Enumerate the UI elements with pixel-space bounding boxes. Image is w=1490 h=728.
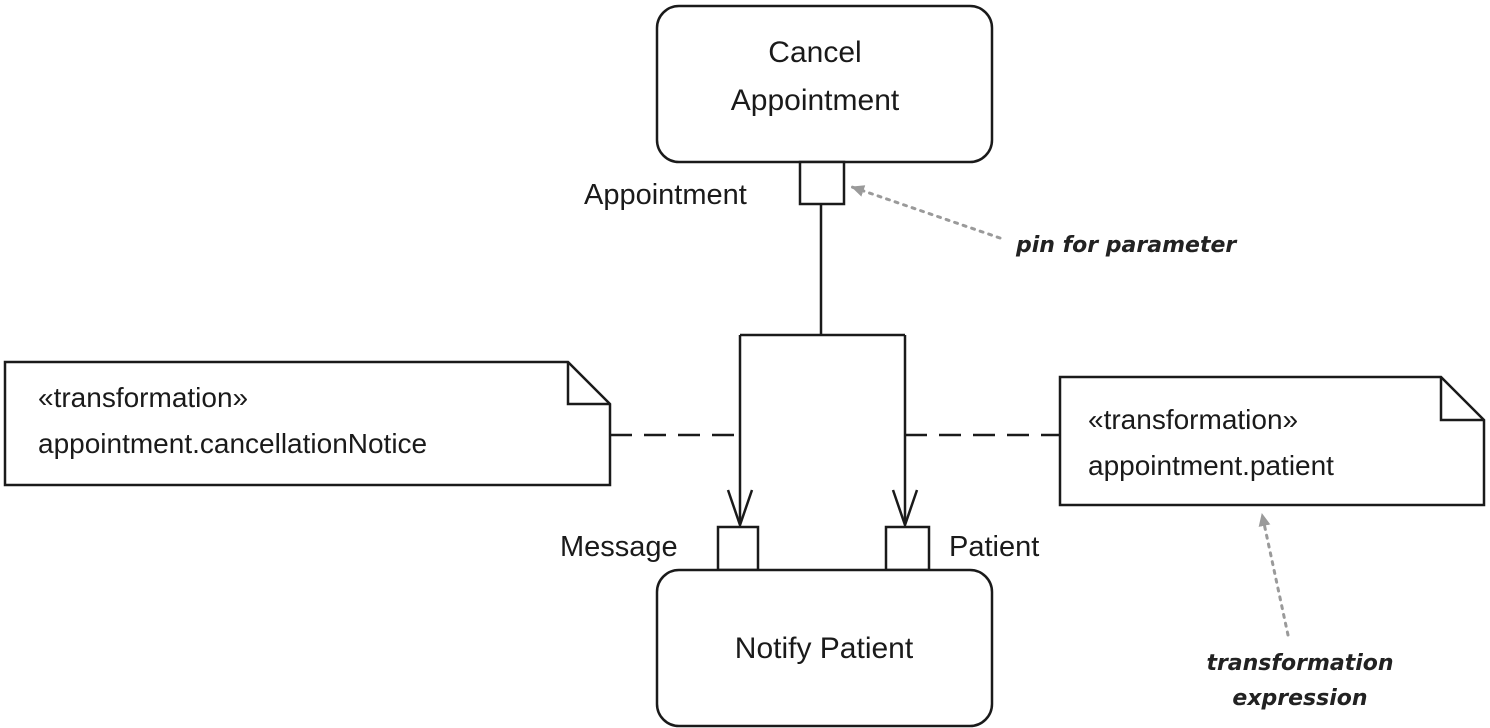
transformation-annotation-line1: transformation xyxy=(1206,651,1393,676)
patient-pin[interactable] xyxy=(884,525,931,572)
cancel-appointment-action[interactable]: Cancel Appointment xyxy=(655,4,994,164)
pin-for-parameter-annotation: pin for parameter xyxy=(1015,233,1237,258)
left-transformation-note[interactable]: «transformation» appointment.cancellatio… xyxy=(3,360,612,487)
cancel-appointment-label-line2: Appointment xyxy=(731,84,900,117)
appointment-pin-label: Appointment xyxy=(584,179,747,211)
right-note-stereotype: «transformation» xyxy=(1088,404,1298,435)
flow-arrowhead-right xyxy=(891,489,919,529)
transformation-annotation-line2: expression xyxy=(1232,686,1367,711)
flow-arrowhead-left xyxy=(726,489,754,529)
left-note-stereotype: «transformation» xyxy=(38,382,248,413)
message-pin[interactable] xyxy=(716,525,760,572)
object-flow xyxy=(726,204,919,529)
appointment-pin[interactable] xyxy=(798,160,846,206)
patient-pin-label: Patient xyxy=(949,531,1039,563)
right-note-expression: appointment.patient xyxy=(1088,450,1334,481)
cancel-appointment-label-line1: Cancel xyxy=(768,36,861,69)
notify-patient-label: Notify Patient xyxy=(735,632,914,665)
notify-patient-action[interactable]: Notify Patient xyxy=(655,568,994,728)
message-pin-label: Message xyxy=(560,531,678,563)
right-transformation-note[interactable]: «transformation» appointment.patient xyxy=(1058,375,1486,507)
left-note-expression: appointment.cancellationNotice xyxy=(38,428,427,459)
expression-annotation-arrow xyxy=(1258,512,1290,637)
pin-annotation-arrow xyxy=(850,185,1002,240)
